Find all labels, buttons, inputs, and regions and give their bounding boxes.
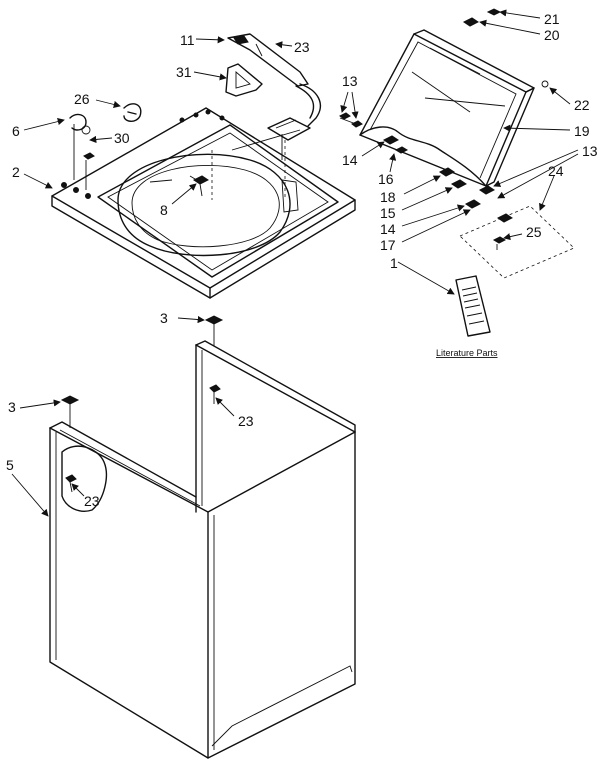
label-24: 24 [548,163,564,179]
literature-parts-caption: Literature Parts [436,348,498,358]
label-18: 18 [380,189,396,205]
label-15: 15 [380,205,396,221]
label-13: 13 [582,143,598,159]
lid-switch-assembly [231,83,321,160]
label-20: 20 [544,27,560,43]
hinge-hardware [463,8,549,88]
label-1: 1 [390,255,398,271]
label-23: 23 [84,493,100,509]
label-3: 3 [8,399,16,415]
cabinet [49,315,356,759]
label-2: 2 [12,164,20,180]
label-8: 8 [160,202,168,218]
label-22: 22 [574,97,590,113]
part-11 [227,33,309,87]
label-23: 23 [294,39,310,55]
label-26: 26 [74,91,90,107]
lid [339,29,535,209]
label-23: 23 [238,413,254,429]
literature-booklet [455,275,491,337]
washer-top [51,107,356,299]
label-5: 5 [6,457,14,473]
label-14: 14 [342,152,358,168]
label-21: 21 [544,11,560,27]
label-25: 25 [526,224,542,240]
label-17: 17 [380,237,396,253]
label-11: 11 [180,32,195,48]
part-24-bag [459,205,575,279]
part-8 [193,175,209,197]
left-hardware [69,103,142,190]
label-14: 14 [380,221,396,237]
label-13: 13 [342,73,358,89]
label-31: 31 [176,64,192,80]
label-16: 16 [378,171,394,187]
leader-arrows [11,9,579,517]
label-19: 19 [574,123,590,139]
label-3: 3 [160,310,168,326]
part-31 [225,63,263,97]
callout-labels: 11 23 31 26 6 30 2 8 13 14 16 18 15 14 1… [6,11,598,509]
label-6: 6 [12,123,20,139]
label-30: 30 [114,130,130,146]
